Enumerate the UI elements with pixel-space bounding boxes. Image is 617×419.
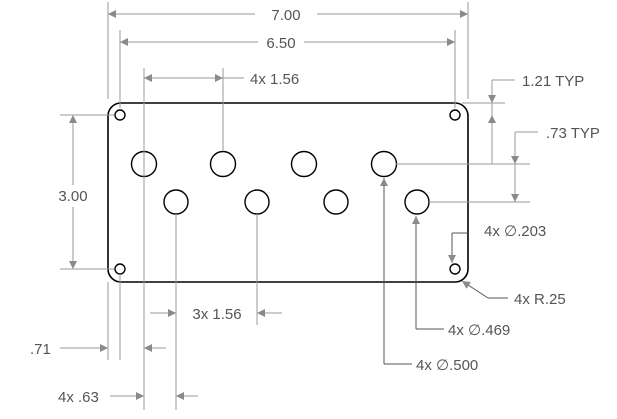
large-hole-2 [209, 150, 237, 178]
small-hole-1 [163, 189, 189, 215]
mount-hole-bottom-right [449, 263, 461, 275]
dim-left-edge: .71 [30, 341, 51, 358]
dim-hole-span: 6.50 [266, 35, 295, 52]
mount-hole-bottom-left [114, 263, 126, 275]
large-hole-4 [370, 150, 398, 178]
callout-corner-radius: 4x R.25 [514, 291, 566, 308]
callout-mount-hole: 4x ∅.203 [484, 223, 546, 240]
dim-bottom-pitch: 3x 1.56 [192, 306, 241, 323]
callout-large-hole: 4x ∅.500 [416, 357, 478, 374]
large-hole-3 [290, 150, 318, 178]
dim-vertical-offset: 1.21 TYP [522, 73, 584, 90]
small-hole-3 [323, 189, 349, 215]
dim-row-offset: .73 TYP [546, 125, 600, 142]
plate-outline [107, 102, 469, 283]
dim-row-stagger: 4x .63 [58, 389, 99, 406]
dim-top-pitch: 4x 1.56 [250, 71, 299, 88]
small-hole-4 [404, 189, 430, 215]
dim-height: 3.00 [58, 188, 87, 205]
dim-overall-width: 7.00 [271, 7, 300, 24]
mount-hole-top-left [114, 109, 126, 121]
small-hole-2 [244, 189, 270, 215]
callout-small-hole: 4x ∅.469 [448, 322, 510, 339]
mount-hole-top-right [449, 109, 461, 121]
